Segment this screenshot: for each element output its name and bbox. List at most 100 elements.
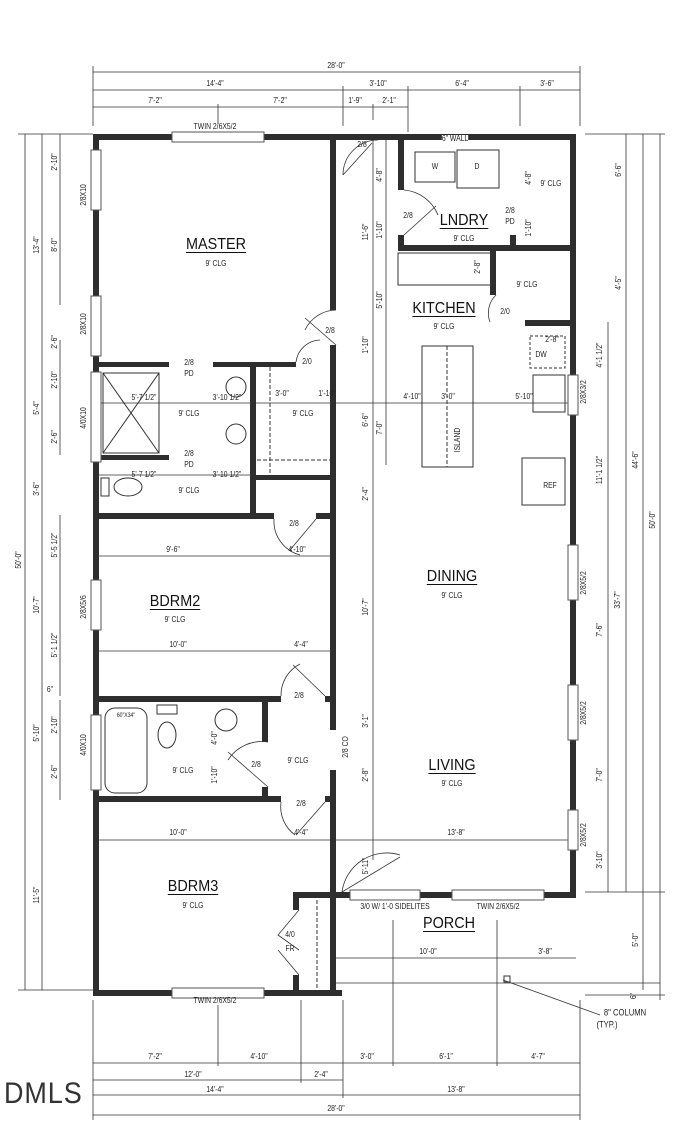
room-master: MASTER	[185, 236, 247, 253]
dimension-label: 4'-1 1/2"	[595, 342, 604, 368]
dimension-label: 10'-0"	[169, 640, 187, 649]
dimension-label: 2'-8"	[361, 768, 370, 782]
dimension-label: 5'-10"	[32, 724, 41, 742]
dimension-label: 7'-2"	[148, 96, 162, 105]
door-label: 2/8	[325, 326, 335, 335]
dimension-label: 10'-7"	[32, 596, 41, 614]
room-porch: PORCH	[422, 915, 476, 932]
dimension-label: 6'-4"	[455, 79, 469, 88]
island-label: ISLAND	[453, 427, 462, 453]
dimension-label: 2'-10"	[50, 716, 59, 734]
dimension-label: 2'-8"	[473, 260, 482, 274]
dimension-label: 4'-10"	[288, 545, 306, 554]
window-label: 4/0X10	[79, 734, 88, 756]
dimension-label: 5'-10"	[515, 392, 533, 401]
door-label: 2/8	[505, 206, 515, 215]
dimension-label: 2'-4"	[361, 487, 370, 501]
dmls-logo: DMLS	[4, 1077, 83, 1110]
dimension-label: 3'-10"	[369, 79, 387, 88]
dimension-label: 3'-10 1/2"	[212, 470, 242, 479]
window-label: 2/8X3/2	[579, 380, 588, 404]
dimension-label: 9'-6"	[166, 545, 180, 554]
window-label: 2/8X5/2	[579, 701, 588, 725]
fixtures-outline	[100, 149, 566, 988]
dimension-label: 3'-6"	[540, 79, 554, 88]
dimension-label: 6'-6"	[614, 163, 623, 177]
dimension-label: 2'-6"	[50, 335, 59, 349]
dimension-label: 6"	[629, 992, 638, 1000]
dryer-label: D	[474, 162, 480, 171]
dimension-label: 3'-0"	[360, 1052, 374, 1061]
dimension-label: 3'-0"	[275, 389, 289, 398]
dimension-label: 4'-8"	[375, 168, 384, 182]
dimension-label: 4'-4"	[294, 828, 308, 837]
column-note-typ: (TYP.)	[596, 1019, 618, 1030]
door-label: 2/8	[251, 760, 261, 769]
column-note: 8" COLUMN	[603, 1007, 647, 1018]
dimension-label: 5'-1 1/2"	[50, 632, 59, 658]
dimension-label: 7'-0"	[375, 421, 384, 435]
master-ceiling: 9' CLG	[205, 259, 227, 268]
door-label: 2/0	[500, 307, 510, 316]
dimension-label: 4'-0"	[210, 731, 219, 745]
dimension-label: 5'-5 1/2"	[50, 532, 59, 558]
dimension-label: 28'-0"	[327, 61, 345, 70]
door-label: PD	[184, 369, 194, 378]
door-label: FR	[285, 944, 295, 953]
hall-ceiling: 9' CLG	[287, 756, 309, 765]
dimension-label: 1'-10"	[210, 766, 219, 784]
dimension-label: 13'-8"	[447, 1085, 465, 1094]
dimension-label: 3'-0"	[441, 392, 455, 401]
washer-label: W	[431, 162, 439, 171]
dimension-label: 2'-10"	[50, 153, 59, 171]
door-label: 2/8	[296, 799, 306, 808]
living-ceiling: 9' CLG	[441, 779, 463, 788]
dimension-label: 4'-5"	[614, 276, 623, 290]
window-label: 2/8X10	[79, 313, 88, 335]
dimension-label: 28'-0"	[327, 1104, 345, 1113]
dimension-label: 4'-10"	[250, 1052, 268, 1061]
pantry-ceiling: 9' CLG	[516, 280, 538, 289]
dimension-label: 2'-10"	[50, 371, 59, 389]
kitchen-ceiling: 9' CLG	[433, 322, 455, 331]
door-label: PD	[184, 460, 194, 469]
front-door-label: 3/0 W/ 1'-0 SIDELITES	[360, 902, 430, 911]
bath2-ceiling: 9' CLG	[172, 766, 194, 775]
laundry-closet-ceiling: 9' CLG	[540, 179, 562, 188]
dimension-label: 12'-0"	[184, 1070, 202, 1079]
dishwasher-width: 2'-8"	[545, 335, 559, 344]
windows	[90, 131, 579, 999]
dishwasher-label: DW	[535, 350, 547, 359]
dimension-label: 2'-1"	[382, 96, 396, 105]
room-laundry: LNDRY	[439, 212, 489, 229]
bdrm3-ceiling: 9' CLG	[182, 901, 204, 910]
dimension-label: 50'-0"	[14, 551, 23, 569]
window-label: 2/8X5/6	[79, 595, 88, 619]
dimension-label: 5'-11"	[361, 857, 370, 875]
dimension-label: 8'-0"	[50, 238, 59, 252]
dimension-label: 7'-6"	[595, 623, 604, 637]
dimension-label: 33'-7"	[613, 591, 622, 609]
window-label: 2/8X5/2	[579, 823, 588, 847]
dimension-label: 4'-8"	[524, 171, 533, 185]
door-label: 2/8	[184, 358, 194, 367]
dimension-lines	[18, 66, 665, 1120]
dimension-label: 13'-8"	[447, 828, 465, 837]
dimension-label: 6"	[46, 685, 54, 694]
door-label: 2/8	[403, 211, 413, 220]
window-label: 2/8X5/2	[579, 571, 588, 595]
window-label: TWIN 2/6X5/2	[193, 122, 237, 131]
walls	[93, 134, 576, 996]
bdrm2-ceiling: 9' CLG	[164, 615, 186, 624]
dimension-label: 10'-0"	[169, 828, 187, 837]
room-dining: DINING	[426, 568, 478, 585]
dining-ceiling: 9' CLG	[441, 591, 463, 600]
dimension-label: 14'-4"	[206, 79, 224, 88]
room-bdrm2: BDRM2	[149, 593, 201, 610]
room-living: LIVING	[428, 757, 476, 774]
dimension-label: 13'-4"	[32, 236, 41, 254]
door-label: 2/8	[289, 519, 299, 528]
dimension-label: 1'-10"	[524, 219, 533, 237]
door-swings	[227, 139, 497, 976]
